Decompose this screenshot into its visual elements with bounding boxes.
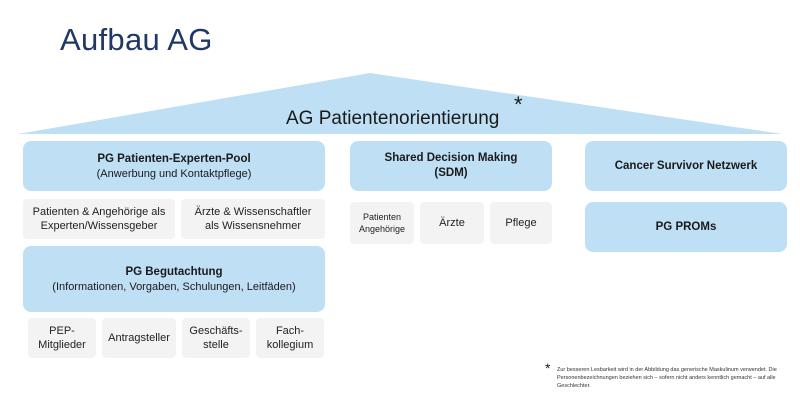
sdm-member: Pflege: [490, 202, 552, 244]
footnote-marker: *: [514, 92, 523, 117]
review-box: PG Begutachtung (Informationen, Vorgaben…: [23, 246, 325, 312]
sdm-member: Ärzte: [420, 202, 484, 244]
footnote-star: *: [545, 360, 551, 376]
proms-title: PG PROMs: [655, 220, 717, 233]
review-member: Geschäfts- stelle: [182, 318, 250, 358]
page-title: Aufbau AG: [60, 22, 213, 57]
proms-box: PG PROMs: [585, 202, 787, 252]
review-member: PEP- Mitglieder: [28, 318, 96, 358]
roof-label: AG Patientenorientierung: [286, 108, 500, 129]
sdm-box: Shared Decision Making (SDM): [350, 141, 552, 191]
review-title: PG Begutachtung: [125, 265, 223, 278]
sdm-title: Shared Decision Making (SDM): [384, 152, 518, 179]
review-member: Fach- kollegium: [256, 318, 324, 358]
pool-subtitle: (Anwerbung und Kontaktpflege): [96, 167, 252, 180]
pool-box: PG Patienten-Experten-Pool (Anwerbung un…: [23, 141, 325, 191]
pool-member: Patienten & Angehörige als Experten/Wiss…: [23, 199, 175, 239]
roof-shape: [18, 73, 782, 134]
pool-member: Ärzte & Wissenschaftler als Wissensnehme…: [181, 199, 325, 239]
review-member: Antragsteller: [102, 318, 176, 358]
footnote-text: Zur besseren Lesbarkeit wird in der Abbi…: [557, 367, 777, 389]
network-title: Cancer Survivor Netzwerk: [614, 159, 758, 172]
review-subtitle: (Informationen, Vorgaben, Schulungen, Le…: [52, 280, 296, 293]
pool-title: PG Patienten-Experten-Pool: [97, 152, 251, 165]
network-box: Cancer Survivor Netzwerk: [585, 141, 787, 191]
sdm-member: Patienten Angehörige: [350, 202, 414, 244]
